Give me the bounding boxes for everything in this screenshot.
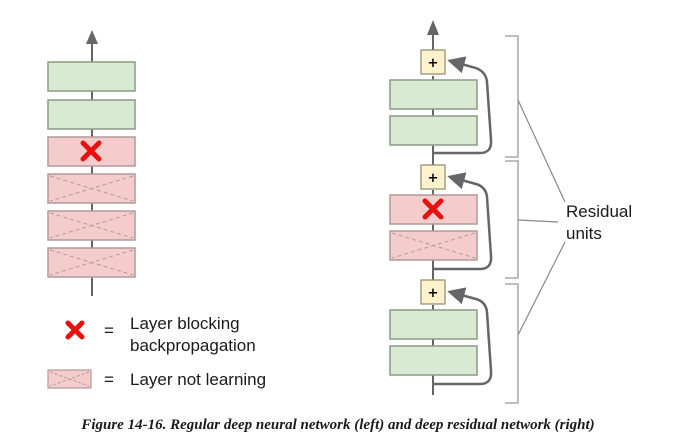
bracket-leader-lines (517, 99, 566, 336)
residual-units-label-line2: units (566, 224, 602, 243)
residual-layer-not-learning (389, 230, 478, 261)
legend-blocking-line2: backpropagation (130, 336, 256, 355)
bracket-unit-1 (505, 35, 519, 158)
residual-layer-1a (389, 79, 478, 110)
legend-not-learning-equals: = (104, 370, 114, 389)
residual-layer-3a (389, 309, 478, 340)
skip-connection-1 (433, 56, 493, 155)
red-x-icon (422, 198, 444, 220)
skip-connection-3 (433, 287, 493, 386)
residual-unit-3 (389, 287, 493, 386)
residual-units-label-line1: Residual (566, 202, 632, 221)
bracket-unit-3 (505, 283, 519, 404)
residual-brackets (505, 35, 519, 404)
legend-not-learning-label: Layer not learning (130, 370, 266, 389)
plus-node-3-label: + (428, 286, 439, 301)
residual-unit-1 (389, 56, 493, 155)
residual-unit-2 (389, 172, 493, 271)
plain-layer-1 (47, 61, 136, 92)
residual-layer-3b (389, 345, 478, 376)
plain-layer-not-learning-1 (47, 173, 136, 204)
residual-layer-1b (389, 115, 478, 146)
legend: = Layer blocking backpropagation = Layer… (47, 314, 266, 389)
plus-icon (420, 279, 446, 305)
plain-layer-2 (47, 99, 136, 130)
residual-network: + + + Residual units (389, 20, 632, 404)
plus-node-1-label: + (428, 56, 439, 71)
up-arrow-icon (427, 20, 439, 35)
plain-layer-not-learning-2 (47, 210, 136, 241)
plus-icon (420, 49, 446, 75)
plus-icon (420, 164, 446, 190)
crossed-layer-icon (47, 369, 92, 389)
plus-node-1: + (420, 49, 446, 75)
legend-red-x-icon (65, 320, 85, 340)
plain-network (47, 30, 136, 296)
legend-blocking-line1: Layer blocking (130, 314, 240, 333)
figure-caption: Figure 14-16. Regular deep neural networ… (80, 417, 594, 433)
skip-connection-2 (433, 172, 493, 271)
up-arrow-icon (86, 30, 98, 44)
bracket-unit-2 (505, 160, 519, 279)
plus-node-2: + (420, 164, 446, 190)
legend-blocking-equals: = (104, 321, 114, 340)
red-x-icon (80, 140, 102, 162)
plus-node-3: + (420, 279, 446, 305)
plain-layer-not-learning-3 (47, 247, 136, 278)
plus-node-2-label: + (428, 171, 439, 186)
